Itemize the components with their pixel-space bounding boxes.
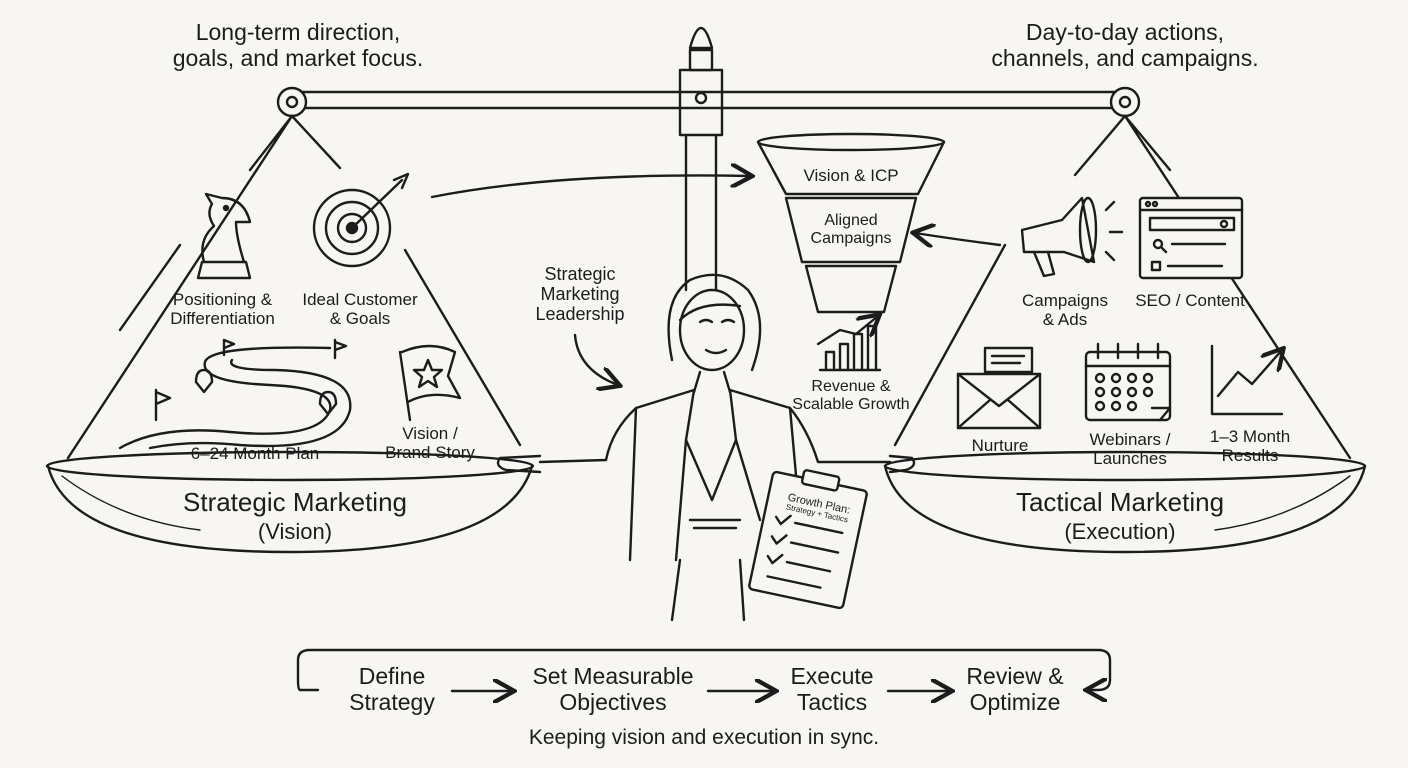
item-brand-story: Vision / Brand Story [370,424,490,462]
tactical-title: Tactical Marketing [975,488,1265,517]
item-webinars-line-1: Webinars / [1070,430,1190,449]
winding-road-icon [120,340,350,448]
item-month-plan: 6–24 Month Plan [170,444,340,463]
growth-label-line-2: Scalable Growth [776,396,926,414]
item-nurture: Nurture [950,436,1050,455]
step-execute-tactics: Execute Tactics [770,664,894,716]
left-caption-line-1: Long-term direction, [158,20,438,46]
item-ideal-customer-line-2: & Goals [290,309,430,328]
growth-label-line-1: Revenue & [776,378,926,396]
step-3-line-1: Execute [770,664,894,690]
item-campaigns-line-2: & Ads [1005,310,1125,329]
leader-label-line-1: Strategic [510,264,650,284]
growth-chart-icon [818,316,880,370]
funnel-mid-label: Aligned Campaigns [790,212,912,248]
right-caption-line-2: channels, and campaigns. [975,46,1275,72]
item-brand-story-line-1: Vision / [370,424,490,443]
funnel-mid-label-line-2: Campaigns [790,230,912,248]
process-caption: Keeping vision and execution in sync. [454,726,954,750]
item-campaigns-line-1: Campaigns [1005,291,1125,310]
growth-label: Revenue & Scalable Growth [776,378,926,414]
right-caption-line-1: Day-to-day actions, [975,20,1275,46]
item-webinars: Webinars / Launches [1070,430,1190,468]
item-positioning-line-1: Positioning & [150,290,295,309]
item-positioning: Positioning & Differentiation [150,290,295,328]
leader-label-line-3: Leadership [510,304,650,324]
tactical-subtitle: (Execution) [1025,520,1215,545]
step-2-line-1: Set Measurable [515,664,711,690]
item-positioning-line-2: Differentiation [150,309,295,328]
chess-knight-icon [198,194,250,278]
step-define-strategy: Define Strategy [322,664,462,716]
item-results-line-1: 1–3 Month [1195,427,1305,446]
item-campaigns: Campaigns & Ads [1005,291,1125,329]
target-icon [314,174,408,266]
step-4-line-1: Review & [950,664,1080,690]
step-2-line-2: Objectives [515,690,711,716]
item-ideal-customer: Ideal Customer & Goals [290,290,430,328]
strategic-title: Strategic Marketing [150,488,440,517]
item-results-line-2: Results [1195,446,1305,465]
right-caption: Day-to-day actions, channels, and campai… [975,20,1275,72]
strategic-subtitle: (Vision) [200,520,390,545]
funnel-mid-label-line-1: Aligned [790,212,912,230]
item-webinars-line-2: Launches [1070,449,1190,468]
calendar-icon [1086,344,1170,420]
item-ideal-customer-line-1: Ideal Customer [290,290,430,309]
step-4-line-2: Optimize [950,690,1080,716]
item-seo: SEO / Content [1120,291,1260,310]
star-flag-icon [400,346,460,420]
megaphone-icon [1022,198,1122,276]
item-results: 1–3 Month Results [1195,427,1305,465]
step-3-line-2: Tactics [770,690,894,716]
left-caption-line-2: goals, and market focus. [158,46,438,72]
item-brand-story-line-2: Brand Story [370,443,490,462]
leader-label-line-2: Marketing [510,284,650,304]
step-set-objectives: Set Measurable Objectives [515,664,711,716]
trend-chart-icon [1212,346,1282,414]
envelope-icon [958,348,1040,428]
clipboard-icon [749,464,870,609]
browser-window-icon [1140,198,1242,278]
step-1-line-2: Strategy [322,690,462,716]
step-1-line-1: Define [322,664,462,690]
leader-label: Strategic Marketing Leadership [510,264,650,324]
step-review-optimize: Review & Optimize [950,664,1080,716]
funnel-top-label: Vision & ICP [776,166,926,185]
left-caption: Long-term direction, goals, and market f… [158,20,438,72]
left-pan-strings [68,116,520,458]
scale-post [680,28,722,290]
